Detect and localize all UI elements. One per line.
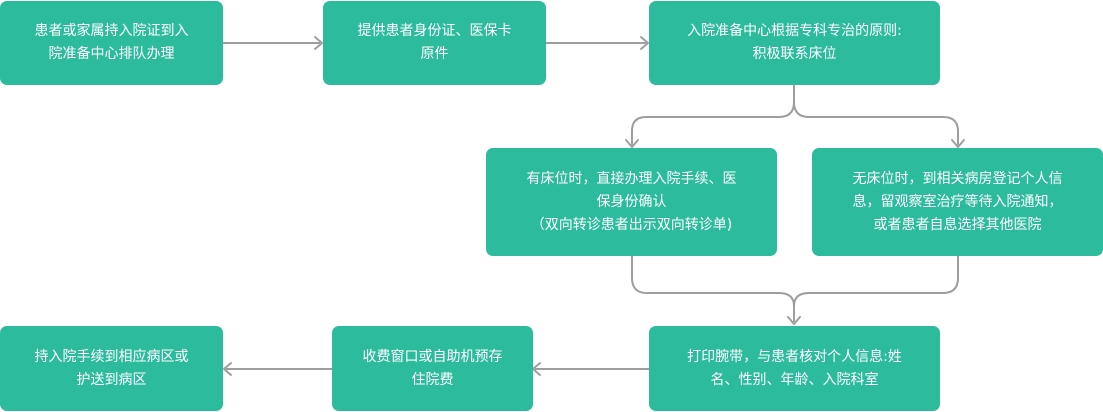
wristband-line-1: 打印腕带，与患者核对个人信息:姓 [687, 348, 902, 365]
arrowhead-payment [532, 362, 541, 376]
ward-line-1: 持入院手续到相应病区或 [34, 348, 189, 365]
no-bed-line-3: 或者患者自息选择其他医院 [873, 216, 1042, 233]
no-bed-line-1: 无床位时，到相关病房登记个人信 [852, 170, 1063, 187]
step2-node: 提供患者身份证、医保卡 原件 [323, 1, 546, 85]
step1-line-2: 院准备中心排队办理 [48, 46, 175, 62]
step3-text: 入院准备中心根据专科专治的原则: 积极联系床位 [687, 20, 902, 66]
payment-text: 收费窗口或自助机预存 住院费 [363, 346, 503, 392]
no-bed-node: 无床位时，到相关病房登记个人信 息，留观察室治疗等待入院通知， 或者患者自息选择… [812, 148, 1103, 256]
connector-branches-merge-right [793, 256, 959, 307]
step1-text: 患者或家属持入院证到入 院准备中心排队办理 [35, 20, 189, 66]
wristband-text: 打印腕带，与患者核对个人信息:姓 名、性别、年龄、入院科室 [687, 346, 902, 392]
connector-step3-branch [631, 85, 795, 145]
bed-available-node: 有床位时，直接办理入院手续、医 保身份确认 （双向转诊患者出示双向转诊单) [486, 148, 777, 256]
wristband-line-2: 名、性别、年龄、入院科室 [710, 371, 879, 388]
no-bed-text: 无床位时，到相关病房登记个人信 息，留观察室治疗等待入院通知， 或者患者自息选择… [853, 168, 1063, 237]
step3-node: 入院准备中心根据专科专治的原则: 积极联系床位 [649, 1, 940, 85]
step3-line-1: 入院准备中心根据专科专治的原则: [687, 23, 902, 39]
bed-available-line-1: 有床位时，直接办理入院手续、医 [526, 170, 737, 187]
bed-available-line-3: （双向转诊患者出示双向转诊单) [530, 216, 733, 233]
step1-node: 患者或家属持入院证到入 院准备中心排队办理 [0, 1, 223, 85]
ward-line-2: 护送到病区 [76, 371, 147, 388]
step1-line-1: 患者或家属持入院证到入 [34, 23, 189, 39]
wristband-node: 打印腕带，与患者核对个人信息:姓 名、性别、年龄、入院科室 [649, 326, 940, 411]
step2-text: 提供患者身份证、医保卡 原件 [358, 20, 512, 66]
step2-line-1: 提供患者身份证、医保卡 [357, 23, 512, 39]
arrowhead-step3 [640, 36, 649, 50]
payment-node: 收费窗口或自助机预存 住院费 [332, 326, 533, 411]
arrowhead-ward [223, 362, 232, 376]
arrowhead-step2 [314, 36, 323, 50]
bed-available-text: 有床位时，直接办理入院手续、医 保身份确认 （双向转诊患者出示双向转诊单) [527, 168, 737, 237]
payment-line-1: 收费窗口或自助机预存 [362, 348, 503, 365]
no-bed-line-2: 息，留观察室治疗等待入院通知， [852, 193, 1063, 210]
payment-line-2: 住院费 [411, 371, 454, 388]
arrowhead-bed-available [625, 139, 639, 148]
connector-branches-merge [631, 256, 795, 322]
step3-line-2: 积极联系床位 [752, 46, 837, 62]
arrowhead-no-bed [951, 139, 965, 148]
ward-node: 持入院手续到相应病区或 护送到病区 [0, 326, 223, 411]
bed-available-line-2: 保身份确认 [596, 193, 667, 210]
connector-step3-branch-right [793, 101, 959, 145]
step2-line-2: 原件 [420, 46, 449, 62]
arrowhead-wristband [787, 316, 801, 325]
ward-text: 持入院手续到相应病区或 护送到病区 [35, 346, 189, 392]
